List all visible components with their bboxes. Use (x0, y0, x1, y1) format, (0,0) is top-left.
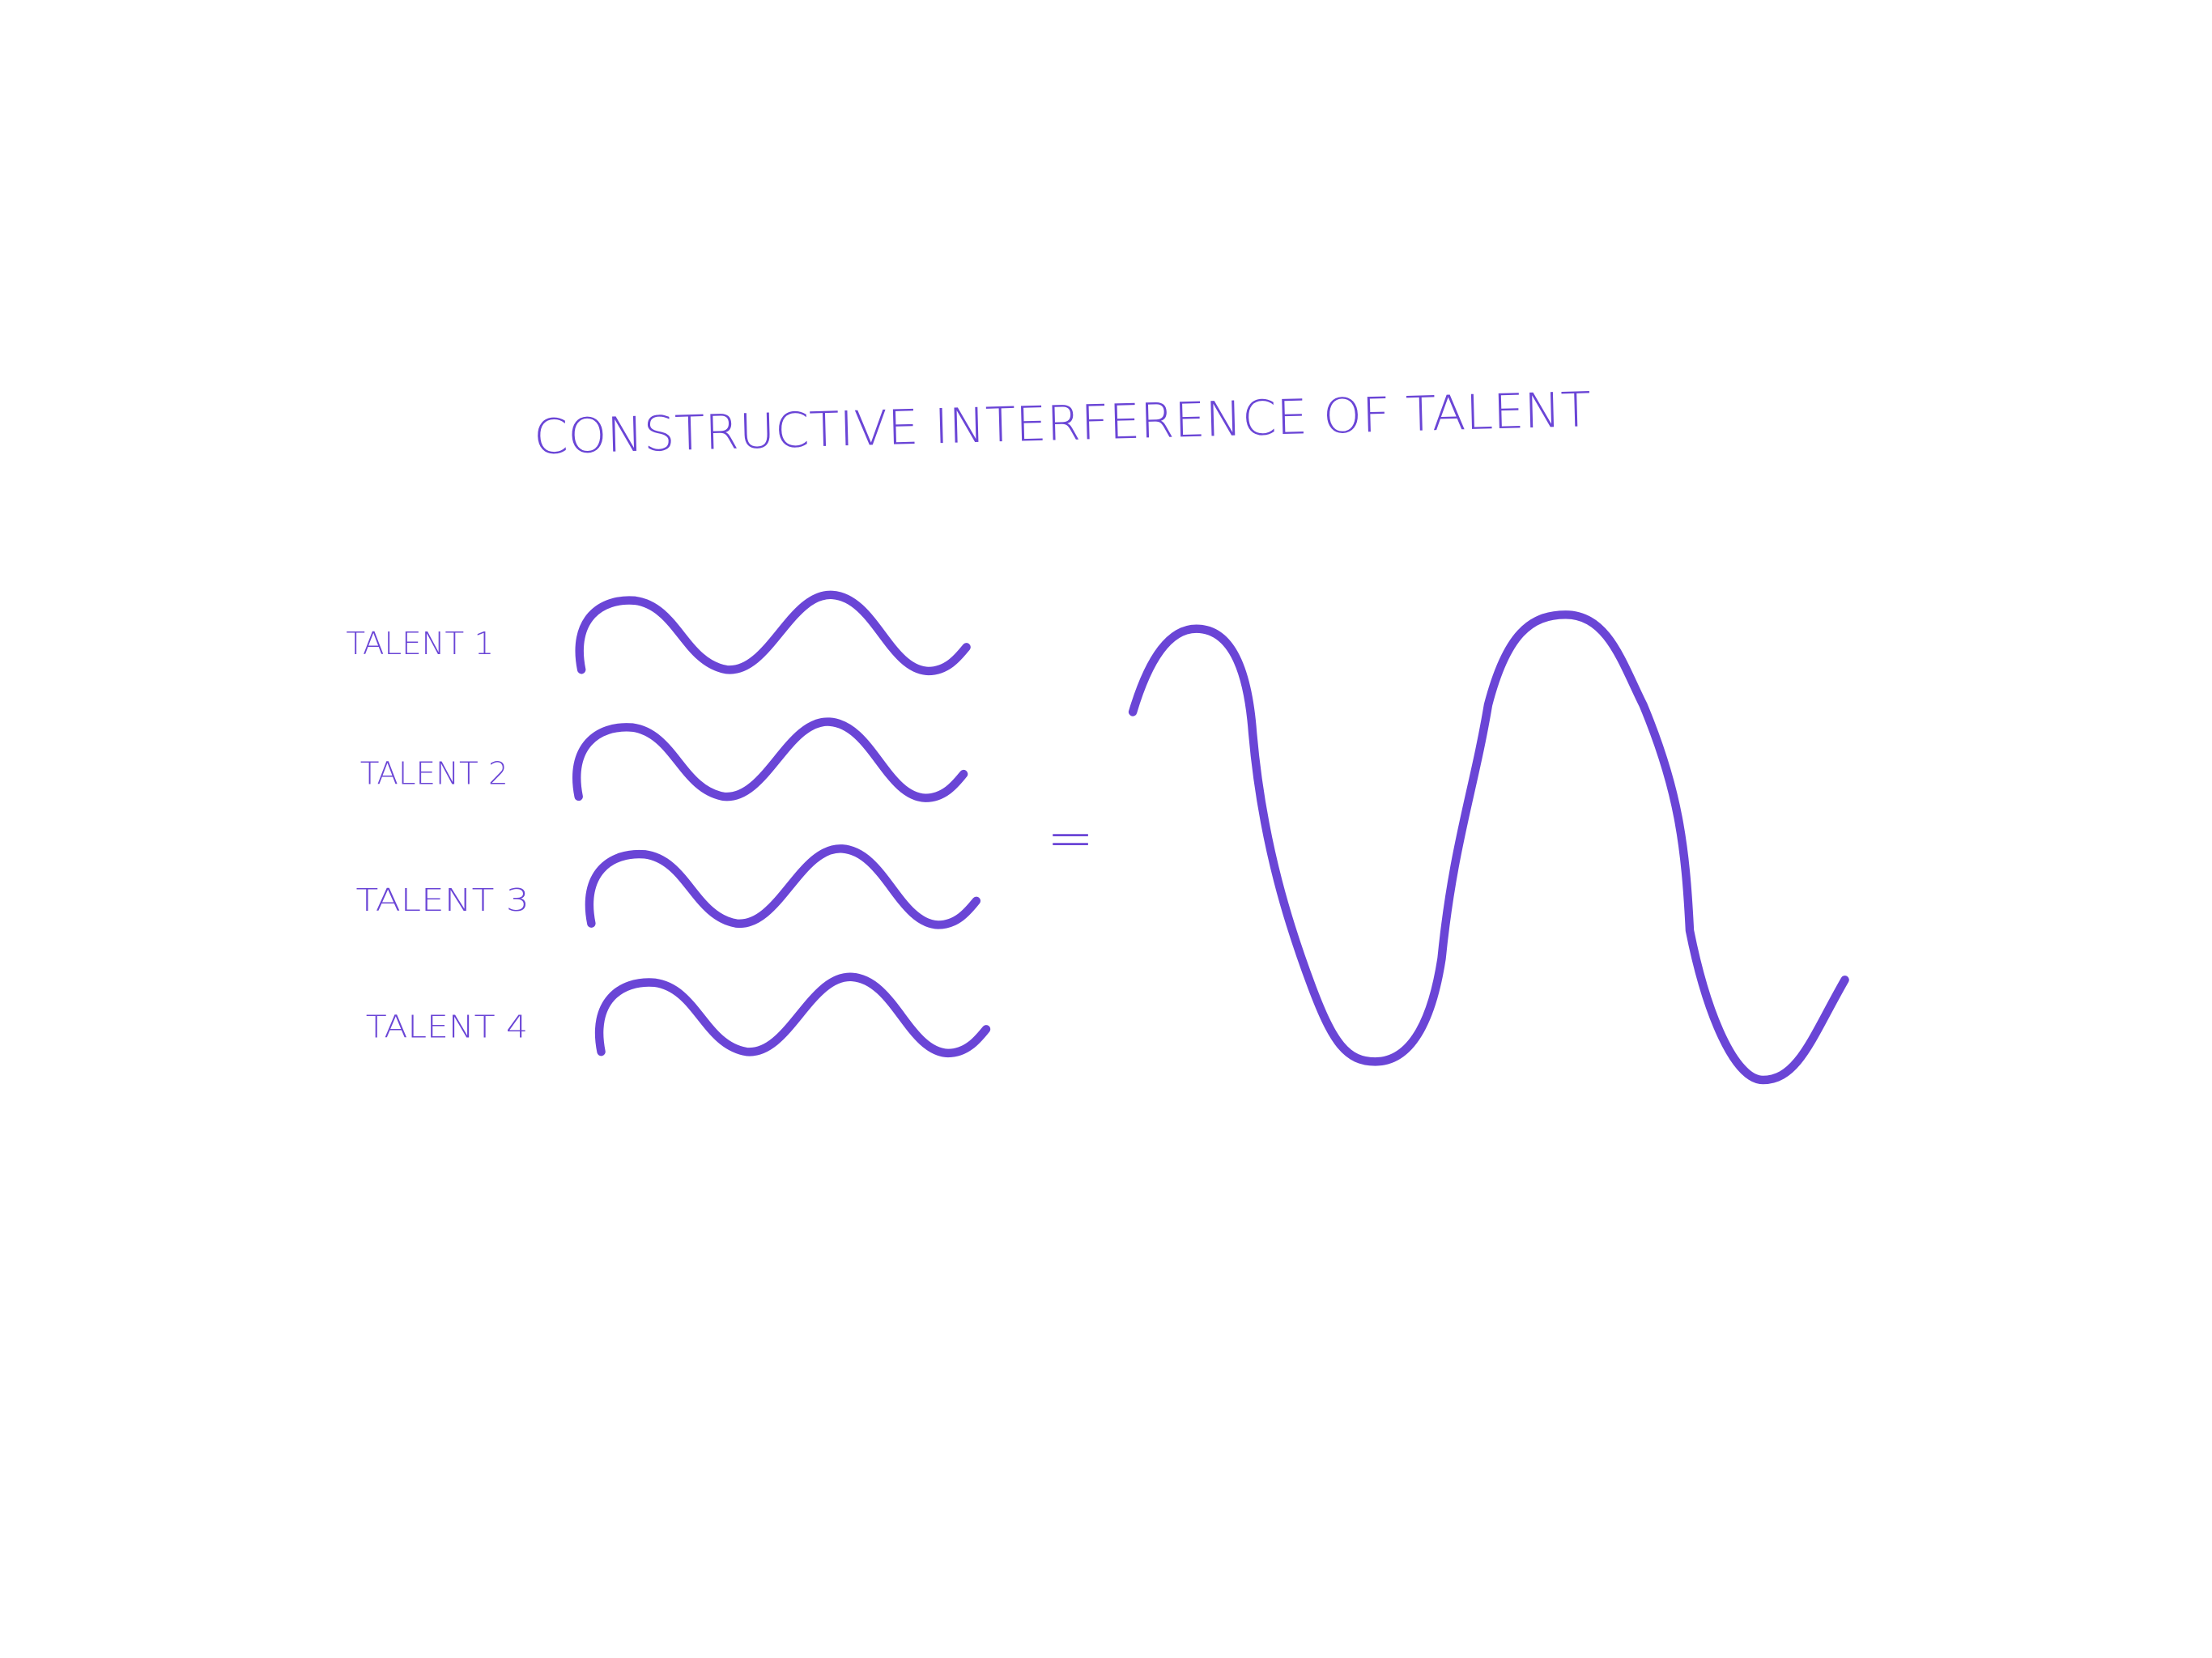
small-wave-1 (575, 590, 971, 676)
equals-sign: = (1047, 806, 1094, 871)
small-wave-3 (585, 844, 981, 929)
row-label-2: TALENT 2 (360, 755, 508, 792)
row-label-4: TALENT 4 (366, 1010, 528, 1046)
diagram-title: CONSTRUCTIVE INTERFERENCE OF TALENT (533, 381, 1591, 465)
row-label-3: TALENT 3 (356, 882, 530, 919)
small-wave-2 (572, 717, 968, 802)
small-wave-4 (594, 972, 991, 1058)
combined-wave (1128, 610, 1849, 1085)
row-label-1: TALENT 1 (346, 626, 494, 662)
